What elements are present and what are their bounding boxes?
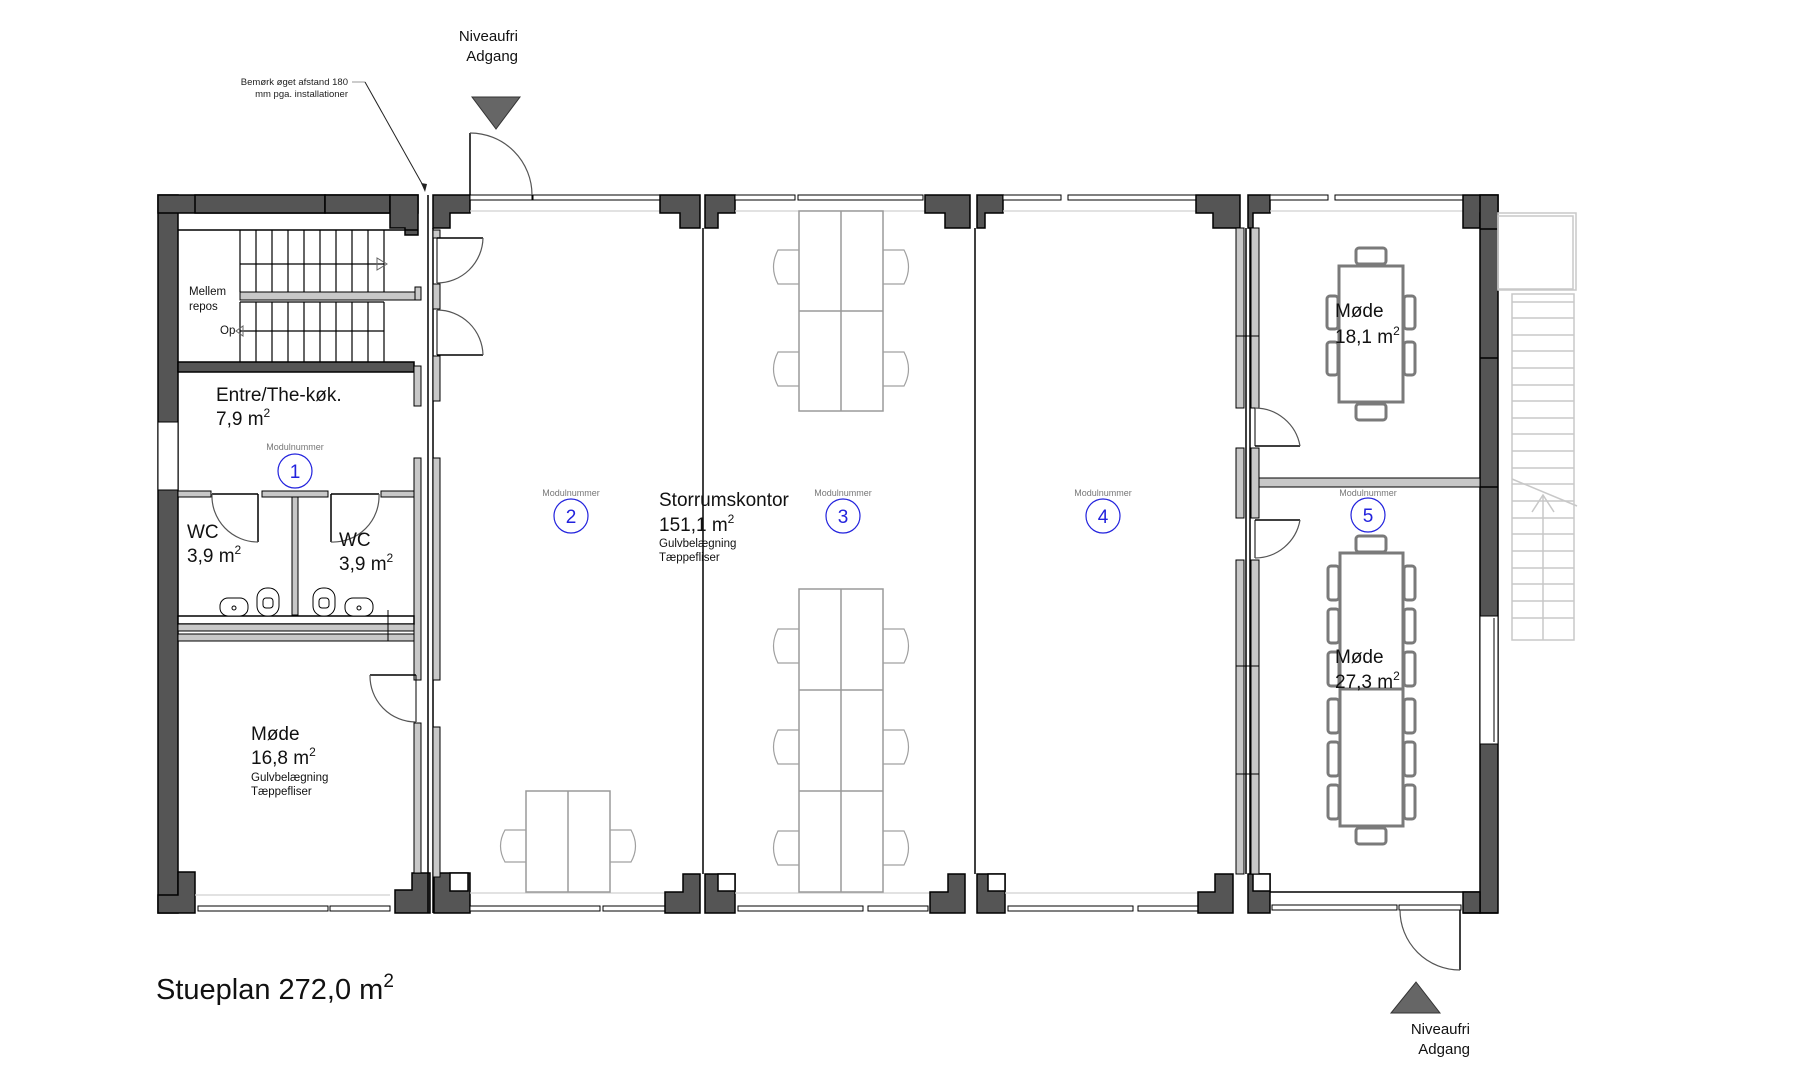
svg-text:3,9 m2: 3,9 m2 [339,551,394,575]
svg-text:27,3 m2: 27,3 m2 [1335,669,1400,693]
svg-text:Møde: Møde [251,724,300,745]
entrance-bottom-label-1: Niveaufri [1411,1021,1470,1038]
entrance-top-label-1: Niveaufri [459,28,518,45]
drawing-title: Stueplan 272,0 m2 [156,971,394,1006]
svg-text:Entre/The-køk.: Entre/The-køk. [216,385,342,406]
svg-text:Tæppefliser: Tæppefliser [659,552,720,564]
module-marker-5: Modulnummer 5 [1339,488,1397,533]
module-marker-4: Modulnummer 4 [1074,488,1132,534]
svg-text:Tæppefliser: Tæppefliser [251,786,312,798]
meeting-room-left-door [369,674,417,723]
svg-text:18,1 m2: 18,1 m2 [1335,324,1400,348]
room-label-wc-right: WC 3,9 m2 [339,530,394,575]
svg-text:Modulnummer: Modulnummer [1339,488,1397,498]
entrance-door-top [469,132,533,201]
svg-text:Møde: Møde [1335,301,1384,322]
svg-text:Modulnummer: Modulnummer [266,442,324,452]
svg-text:Møde: Møde [1335,647,1384,668]
entrance-door-bottom-swing [1399,909,1461,971]
svg-text:3,9 m2: 3,9 m2 [187,543,242,567]
outer-walls [157,194,1499,914]
room-label-meeting-left: Møde 16,8 m2 Gulvbelægning Tæppefliser [251,724,328,798]
svg-text:7,9 m2: 7,9 m2 [216,406,271,430]
svg-text:Storrumskontor: Storrumskontor [659,490,790,511]
module-marker-2: Modulnummer 2 [542,488,600,534]
corridor-partition [413,195,484,913]
svg-text:Gulvbelægning: Gulvbelægning [251,772,328,784]
desk-group-module-2 [499,790,637,893]
svg-text:Modulnummer: Modulnummer [542,488,600,498]
room-label-wc-left: WC 3,9 m2 [187,522,242,567]
svg-text:2: 2 [566,507,577,528]
stair-landing-label-1: Mellem [189,286,226,298]
meeting-rooms-partition [1235,227,1481,875]
entrance-top-label-2: Adgang [466,48,518,65]
desk-group-module-3-top [772,210,910,412]
entrance-arrow-bottom-icon [1389,981,1442,1014]
svg-text:Modulnummer: Modulnummer [1074,488,1132,498]
installation-note-line-1: Bemørk øget afstand 180 [241,77,348,88]
wall-left [157,194,179,914]
room-label-entre: Entre/The-køk. 7,9 m2 [216,385,342,430]
entrance-arrow-top-icon [471,96,521,130]
svg-text:1: 1 [290,462,301,483]
svg-text:4: 4 [1098,507,1109,528]
svg-text:16,8 m2: 16,8 m2 [251,745,316,769]
svg-text:5: 5 [1363,506,1374,527]
svg-text:Gulvbelægning: Gulvbelægning [659,538,736,550]
svg-text:3: 3 [838,507,849,528]
stair-direction-label: Op [220,325,235,337]
room-label-storrumskontor: Storrumskontor 151,1 m2 Gulvbelægning Tæ… [659,490,790,564]
stair-landing-label-2: repos [189,301,218,313]
external-stair [1497,212,1578,641]
entrance-bottom-label-2: Adgang [1418,1041,1470,1058]
internal-stair [177,229,422,407]
svg-text:Modulnummer: Modulnummer [814,488,872,498]
desk-group-module-3-bottom [772,588,910,893]
installation-note-leader [352,81,427,192]
room-label-meeting-top-right: Møde 18,1 m2 [1335,301,1400,348]
module-marker-1: Modulnummer 1 [266,442,324,489]
meeting-table-18 [1325,246,1417,422]
module-marker-3: Modulnummer 3 [814,488,872,534]
entrance-door-bottom [1398,904,1462,911]
meeting-table-27 [1326,534,1417,846]
wc-block [177,490,415,642]
window-left [157,421,179,491]
wall-right [1479,194,1499,914]
installation-note-line-2: mm pga. installationer [255,89,348,100]
svg-text:151,1 m2: 151,1 m2 [659,512,735,536]
stair-wall [177,361,415,373]
svg-text:WC: WC [187,522,219,543]
room-label-meeting-bottom-right: Møde 27,3 m2 [1335,647,1400,693]
window-right [1479,615,1499,745]
svg-text:WC: WC [339,530,371,551]
